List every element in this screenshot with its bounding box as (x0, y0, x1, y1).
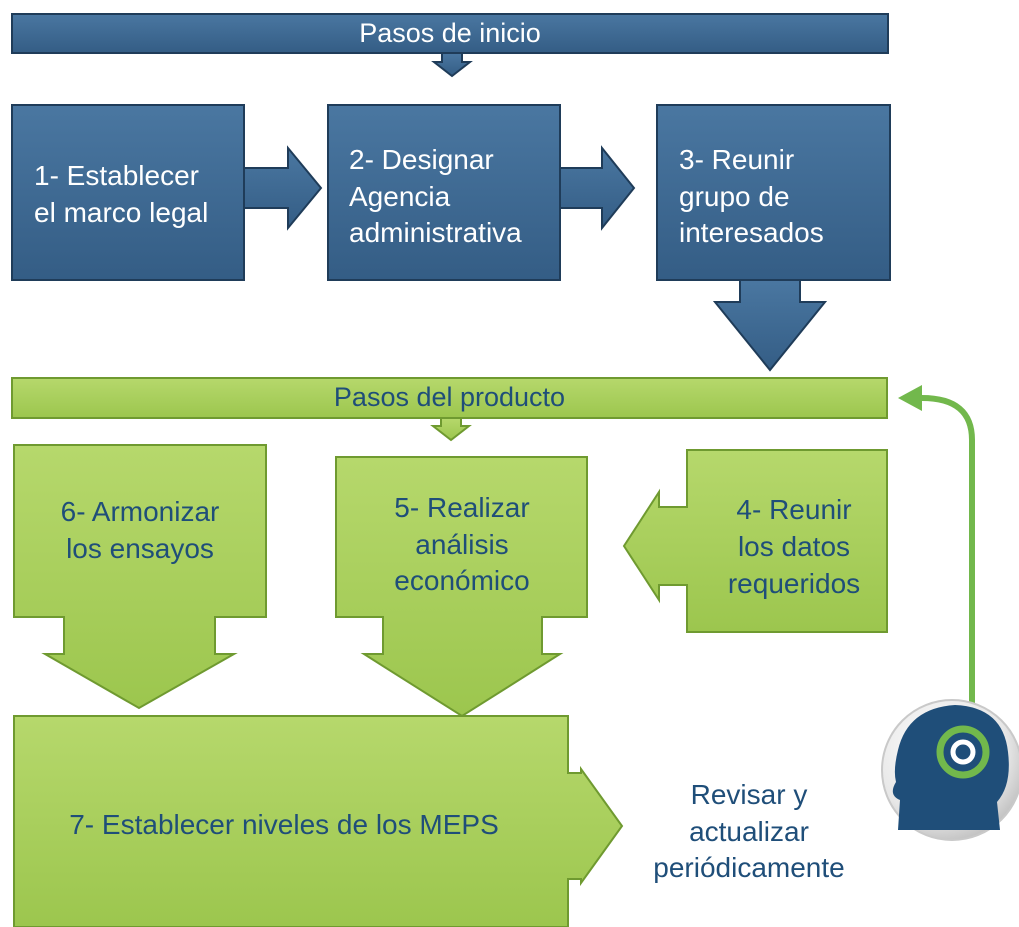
step-7-label: 7- Establecer niveles de los MEPS (69, 808, 499, 840)
step-7-box (13, 715, 624, 927)
step-3-label: 3- Reunir grupo de interesados (679, 143, 824, 249)
step-1-label: 1- Establecer el marco legal (34, 160, 209, 228)
start-steps-header-bar (11, 13, 889, 54)
step-5-box (335, 456, 588, 718)
step-6-box (13, 444, 267, 710)
product-header-down-arrow (430, 417, 472, 442)
step-5-label: 5- Realizar análisis económico (394, 491, 530, 597)
product-steps-header-bar (11, 377, 888, 419)
step-3-down-arrow (712, 279, 828, 372)
step-1-box (11, 104, 245, 281)
start-header-down-arrow (431, 52, 473, 78)
step-1-to-2-arrow (243, 145, 323, 231)
step-4-box (622, 449, 888, 633)
review-label: Revisar y actualizar periódicamente (653, 778, 845, 884)
step-2-label: 2- Designar Agencia administrativa (349, 143, 522, 249)
head-with-refresh-spiral-icon (881, 699, 1019, 841)
review-cycle-arrow (919, 395, 975, 751)
step-4-label: 4- Reunir los datos requeridos (727, 494, 861, 599)
step-6-label: 6- Armonizar los ensayos (60, 496, 220, 564)
step-2-to-3-arrow (559, 145, 636, 231)
start-steps-header-label: Pasos de inicio (359, 17, 541, 48)
product-steps-header-label: Pasos del producto (333, 382, 566, 413)
review-cycle-arrowhead-icon (898, 385, 922, 411)
step-2-box (327, 104, 561, 281)
